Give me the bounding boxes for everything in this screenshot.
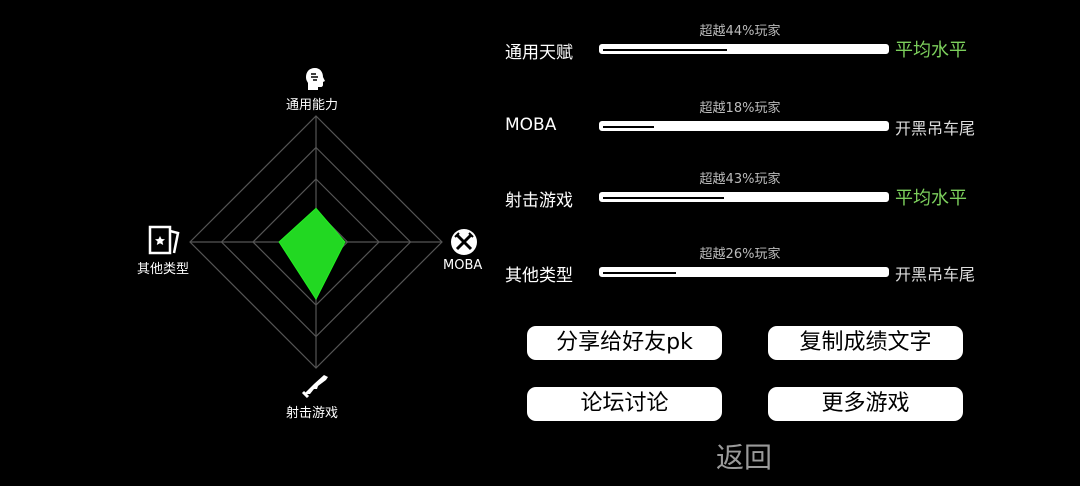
axis-label-left: 其他类型 (137, 262, 190, 277)
stat-row-moba: 超越18%玩家 MOBA 开黑吊车尾 (505, 101, 1065, 147)
gun-icon (300, 372, 330, 402)
radar-chart: 通用能力 MOBA 其他类型 射击游戏 (0, 0, 500, 486)
axis-label-right: MOBA (443, 258, 483, 273)
radar-svg (189, 115, 443, 369)
card-icon (148, 225, 182, 259)
stat-row-other: 超越26%玩家 其他类型 开黑吊车尾 (505, 247, 1065, 293)
stat-subtitle: 超越18%玩家 (699, 101, 781, 116)
forum-button[interactable]: 论坛讨论 (527, 387, 722, 421)
back-button[interactable]: 返回 (716, 441, 773, 474)
stat-label: MOBA (505, 115, 557, 135)
stat-result: 开黑吊车尾 (895, 119, 976, 138)
stat-progress-fill (603, 49, 727, 51)
stat-label: 射击游戏 (505, 191, 573, 211)
more-games-button[interactable]: 更多游戏 (768, 387, 963, 421)
axis-label-top: 通用能力 (286, 98, 339, 113)
stat-subtitle: 超越44%玩家 (699, 24, 781, 39)
stat-label: 通用天赋 (505, 43, 573, 63)
stat-subtitle: 超越43%玩家 (699, 172, 781, 187)
stat-progress-bar (599, 192, 889, 202)
copy-result-button[interactable]: 复制成绩文字 (768, 326, 963, 360)
stat-result: 平均水平 (895, 188, 967, 209)
stat-progress-fill (603, 126, 654, 128)
stat-result: 开黑吊车尾 (895, 265, 976, 284)
head-icon (302, 66, 328, 96)
axis-label-bottom: 射击游戏 (286, 406, 339, 421)
stat-label: 其他类型 (505, 266, 573, 286)
stat-subtitle: 超越26%玩家 (699, 247, 781, 262)
share-pk-button[interactable]: 分享给好友pk (527, 326, 722, 360)
stat-progress-fill (603, 272, 676, 274)
stat-row-shooter: 超越43%玩家 射击游戏 平均水平 (505, 172, 1065, 218)
stat-progress-fill (603, 197, 724, 199)
stat-row-general: 超越44%玩家 通用天赋 平均水平 (505, 24, 1065, 70)
stat-progress-bar (599, 121, 889, 131)
radar-value-shape (278, 207, 346, 301)
crossed-swords-icon (450, 228, 478, 260)
stat-result: 平均水平 (895, 40, 967, 61)
stat-progress-bar (599, 44, 889, 54)
stat-progress-bar (599, 267, 889, 277)
